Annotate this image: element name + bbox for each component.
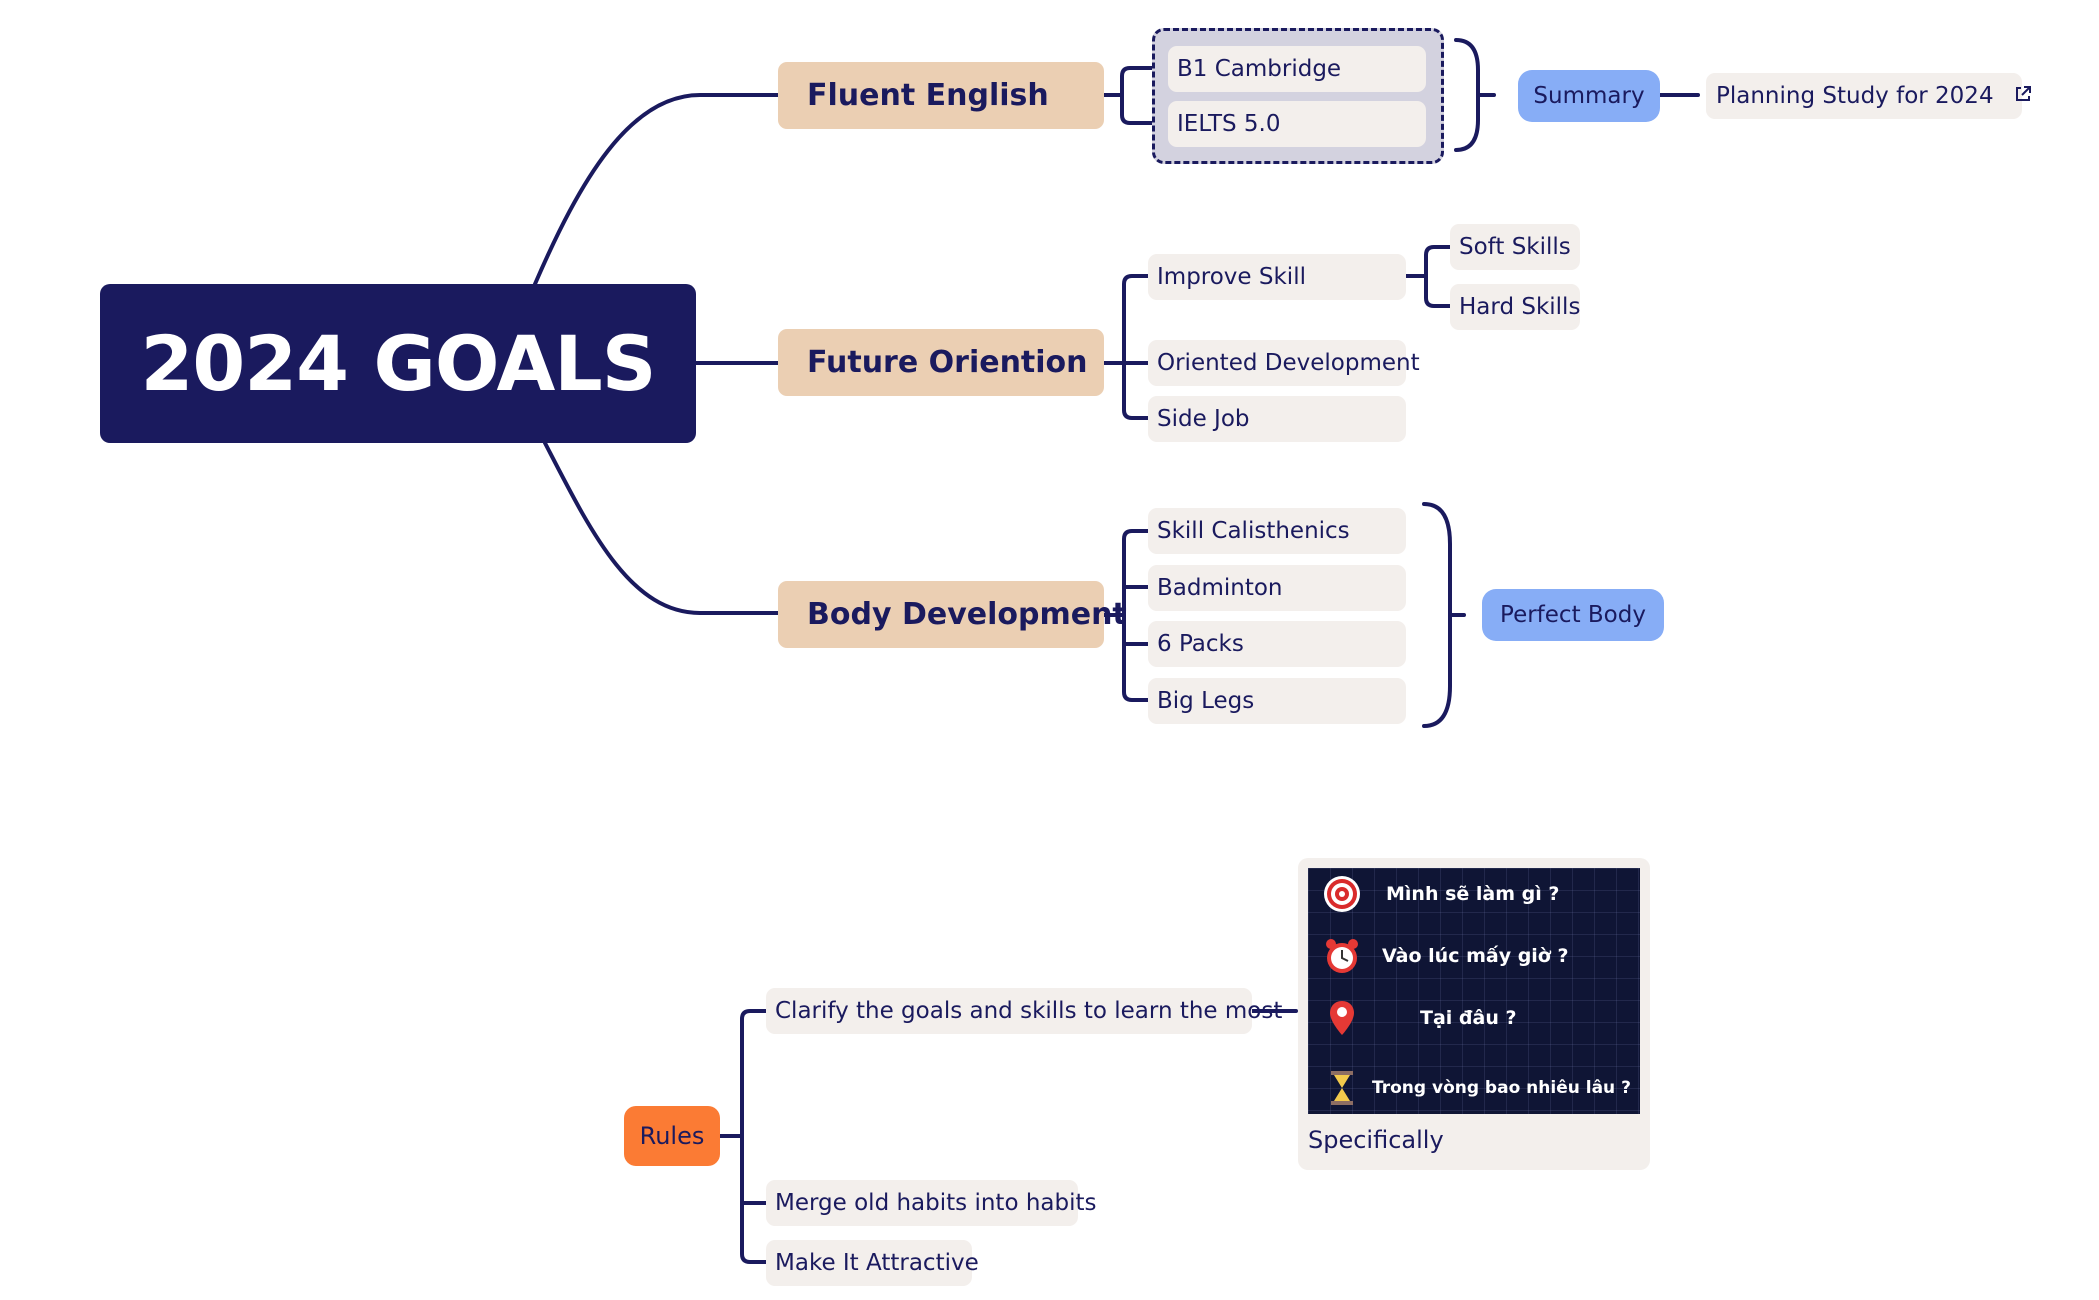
- root-node[interactable]: 2024 GOALS: [100, 284, 696, 443]
- leaf-oriented-development[interactable]: Oriented Development: [1148, 340, 1420, 386]
- rule-clarify-goals[interactable]: Clarify the goals and skills to learn th…: [766, 988, 1282, 1034]
- leaf-skill-calisthenics[interactable]: Skill Calisthenics: [1148, 508, 1406, 554]
- alarm-clock-icon: [1326, 939, 1358, 973]
- target-icon: [1324, 876, 1360, 912]
- leaf-ielts[interactable]: IELTS 5.0: [1168, 101, 1426, 147]
- image-row-when: Vào lúc mấy giờ ?: [1308, 930, 1640, 982]
- image-row-where: Tại đâu ?: [1308, 992, 1640, 1044]
- questions-image: Mình sẽ làm gì ? Vào lúc mấy giờ ? Tại đ…: [1308, 868, 1640, 1114]
- rule-merge-habits[interactable]: Merge old habits into habits: [766, 1180, 1096, 1226]
- image-row-duration: Trong vòng bao nhiêu lâu ?: [1308, 1062, 1640, 1114]
- branch-fluent-english[interactable]: Fluent English: [778, 62, 1104, 129]
- rules-node[interactable]: Rules: [624, 1106, 720, 1166]
- external-link-icon[interactable]: [2014, 84, 2032, 108]
- link-label: Planning Study for 2024: [1716, 83, 1994, 109]
- hourglass-icon: [1331, 1071, 1353, 1105]
- link-node-planning-study[interactable]: Planning Study for 2024: [1706, 73, 2031, 119]
- rule-make-attractive[interactable]: Make It Attractive: [766, 1240, 979, 1286]
- leaf-hard-skills[interactable]: Hard Skills: [1450, 284, 1580, 330]
- image-row-what: Mình sẽ làm gì ?: [1308, 868, 1640, 920]
- image-line-4: Trong vòng bao nhiêu lâu ?: [1372, 1078, 1631, 1098]
- image-line-1: Mình sẽ làm gì ?: [1386, 883, 1560, 905]
- leaf-side-job[interactable]: Side Job: [1148, 396, 1406, 442]
- leaf-6-packs[interactable]: 6 Packs: [1148, 621, 1406, 667]
- location-pin-icon: [1330, 1001, 1354, 1035]
- summary-perfect-body[interactable]: Perfect Body: [1482, 589, 1664, 641]
- image-line-3: Tại đâu ?: [1420, 1007, 1517, 1029]
- image-caption: Specifically: [1308, 1126, 1444, 1154]
- summary-node[interactable]: Summary: [1518, 70, 1660, 122]
- branch-body-development[interactable]: Body Development: [778, 581, 1127, 648]
- image-line-2: Vào lúc mấy giờ ?: [1382, 945, 1569, 967]
- leaf-b1-cambridge[interactable]: B1 Cambridge: [1168, 46, 1426, 92]
- leaf-soft-skills[interactable]: Soft Skills: [1450, 224, 1580, 270]
- leaf-improve-skill[interactable]: Improve Skill: [1148, 254, 1406, 300]
- leaf-big-legs[interactable]: Big Legs: [1148, 678, 1406, 724]
- specifically-image-card[interactable]: Mình sẽ làm gì ? Vào lúc mấy giờ ? Tại đ…: [1298, 858, 1650, 1170]
- leaf-badminton[interactable]: Badminton: [1148, 565, 1406, 611]
- branch-future-oriention[interactable]: Future Oriention: [778, 329, 1104, 396]
